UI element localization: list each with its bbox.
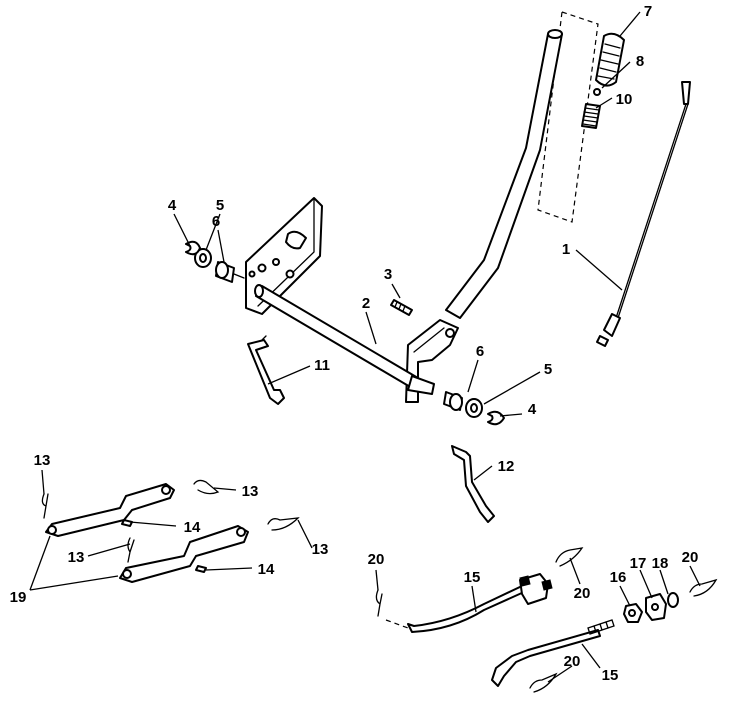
callout-20-b: 20 <box>574 585 591 602</box>
callout-2: 2 <box>362 295 370 312</box>
callout-13-b: 13 <box>242 483 259 500</box>
hairpin-clip-d <box>127 537 135 563</box>
retaining-clip-b <box>555 547 584 567</box>
callout-14-b: 14 <box>258 561 275 578</box>
callout-4-left: 4 <box>168 197 177 214</box>
handle-grip <box>595 32 625 87</box>
callout-6-right: 6 <box>476 343 484 360</box>
trunnion-washer <box>667 592 679 608</box>
trunnion <box>645 593 667 621</box>
adjustment-rod-upper <box>385 585 525 633</box>
callout-20-c: 20 <box>682 549 699 566</box>
lift-link-plate-upper <box>45 483 175 537</box>
lift-handle <box>405 29 563 403</box>
small-spring-lower <box>195 565 207 573</box>
lift-link-plate-lower <box>119 525 249 583</box>
callout-17: 17 <box>630 555 647 572</box>
callout-13-c: 13 <box>68 549 85 566</box>
callout-5-right: 5 <box>544 361 552 378</box>
callout-15-upper: 15 <box>464 569 481 586</box>
washer-left <box>194 248 212 268</box>
retaining-clip-c <box>689 578 718 597</box>
callout-4-right: 4 <box>528 401 537 418</box>
adjustment-nut <box>623 603 643 623</box>
callout-labels: 1 2 3 4 4 5 5 6 6 7 8 10 11 12 13 13 13 … <box>10 3 699 684</box>
callout-16: 16 <box>610 569 627 586</box>
callout-13-d: 13 <box>312 541 329 558</box>
e-ring-right <box>487 410 505 426</box>
handle-grip-dashed-outline <box>537 11 599 223</box>
lift-rod <box>596 81 691 347</box>
bushing-right <box>443 391 463 411</box>
callout-20-a: 20 <box>368 551 385 568</box>
hairpin-clip-c <box>267 517 300 531</box>
mounting-plate <box>245 197 323 315</box>
callout-1: 1 <box>562 241 570 258</box>
handle-ring <box>593 88 601 96</box>
callout-15-lower: 15 <box>602 667 619 684</box>
callout-14-a: 14 <box>184 519 201 536</box>
callout-3: 3 <box>384 266 392 283</box>
callout-18: 18 <box>652 555 669 572</box>
handle-spring <box>581 103 601 129</box>
spring-pin <box>390 299 413 316</box>
callout-19: 19 <box>10 589 27 606</box>
retaining-clip-d <box>529 672 558 693</box>
adjustment-rod-lower <box>491 619 615 687</box>
callout-12: 12 <box>498 458 515 475</box>
lift-shaft <box>254 284 435 395</box>
callout-7: 7 <box>644 3 652 20</box>
hairpin-clip-a <box>41 493 49 519</box>
callout-10: 10 <box>616 91 633 108</box>
callout-8: 8 <box>636 53 644 70</box>
lift-link-left <box>247 335 285 405</box>
callout-5-left: 5 <box>216 197 224 214</box>
trunnion-upper <box>519 573 553 605</box>
small-spring-upper <box>121 519 133 527</box>
washer-right <box>465 398 483 418</box>
leader-lines <box>29 11 701 683</box>
callout-11: 11 <box>314 357 330 374</box>
hairpin-clip-b <box>193 479 220 495</box>
callout-13-a: 13 <box>34 452 51 469</box>
callout-6-left: 6 <box>212 213 220 230</box>
callout-20-d: 20 <box>564 653 581 670</box>
retaining-clip-a <box>375 589 383 617</box>
lift-link-right <box>451 445 495 523</box>
bushing-left <box>215 261 245 283</box>
